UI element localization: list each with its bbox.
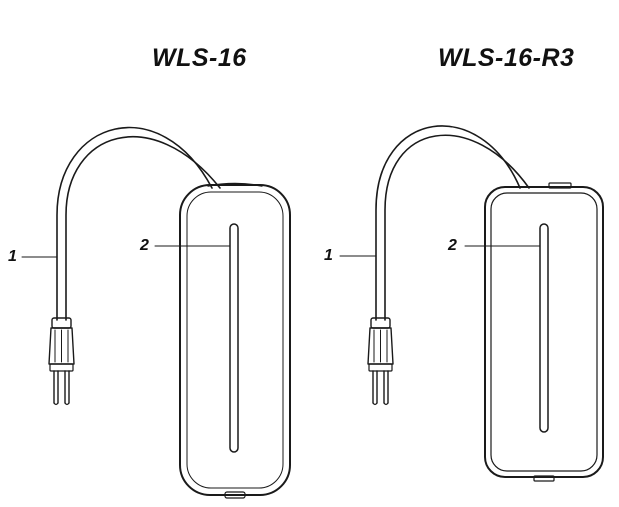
sensor-housing-left [179,182,291,499]
device-title-wls16: WLS-16 [152,44,247,72]
plug-connector-right [367,317,394,406]
cable-right [375,125,530,321]
callout-label-cable-right: 1 [324,247,333,264]
sensor-housing-right [484,182,604,482]
cable-left [56,126,221,321]
callout-label-cable-left: 1 [8,248,17,265]
device-wls16r3 [339,125,604,482]
callout-label-strip-right: 2 [448,237,457,254]
sensor-strip-left [229,223,239,453]
plug-connector-left [48,317,75,406]
callout-label-strip-left: 2 [140,237,149,254]
device-wls16 [21,126,291,499]
sensor-strip-right [539,223,549,433]
device-title-wls16r3: WLS-16-R3 [438,44,575,72]
